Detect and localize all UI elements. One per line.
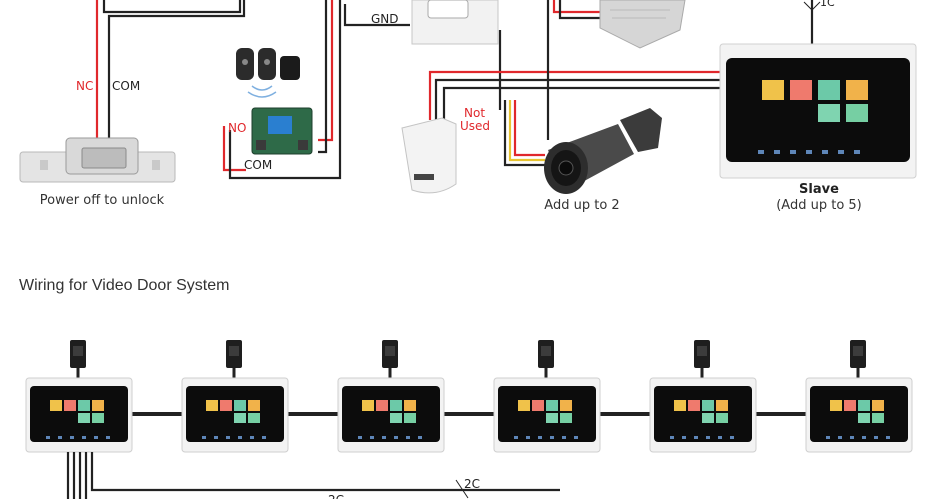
indoor-monitor-icon (805, 377, 913, 453)
monitor-chain (25, 340, 913, 453)
indoor-monitor-icon (493, 377, 601, 453)
section-title: Wiring for Video Door System (19, 277, 229, 294)
label-com-lock: COM (112, 79, 140, 93)
label-not-used-line2: Used (460, 119, 490, 133)
door-camera-icon (70, 340, 86, 380)
label-wire-2c-b: 2C (328, 493, 344, 499)
label-nc: NC (76, 79, 93, 93)
bottom-wires (66, 452, 560, 499)
slave-title: Slave (799, 182, 839, 197)
top-wires (95, 0, 821, 180)
label-no-relay: NO (228, 121, 246, 135)
door-camera-icon (694, 340, 710, 380)
label-not-used-line1: Not (464, 106, 485, 120)
label-wire-2c-a: 2C (464, 477, 480, 491)
indoor-monitor-icon (337, 377, 445, 453)
relay-board-icon (251, 107, 313, 155)
door-camera-icon (850, 340, 866, 380)
cctv-camera-icon (544, 108, 662, 194)
label-gnd: GND (371, 12, 399, 26)
camera-caption: Add up to 2 (544, 198, 619, 213)
slave-caption: (Add up to 5) (776, 198, 862, 213)
electric-strike-lock-icon (19, 137, 176, 183)
exit-button-icon (411, 0, 499, 45)
indoor-monitor-icon (25, 377, 133, 453)
indoor-monitor-icon (719, 43, 917, 179)
door-camera-icon (226, 340, 242, 380)
remote-fob-icon (236, 48, 300, 98)
door-camera-icon (382, 340, 398, 380)
pir-sensor-icon (401, 117, 457, 194)
label-com-relay: COM (244, 158, 272, 172)
indoor-monitor-icon (649, 377, 757, 453)
indoor-monitor-icon (181, 377, 289, 453)
power-supply-icon (599, 0, 686, 49)
door-camera-icon (538, 340, 554, 380)
label-wire-1c: 1C (820, 0, 835, 9)
lock-caption: Power off to unlock (40, 193, 165, 208)
